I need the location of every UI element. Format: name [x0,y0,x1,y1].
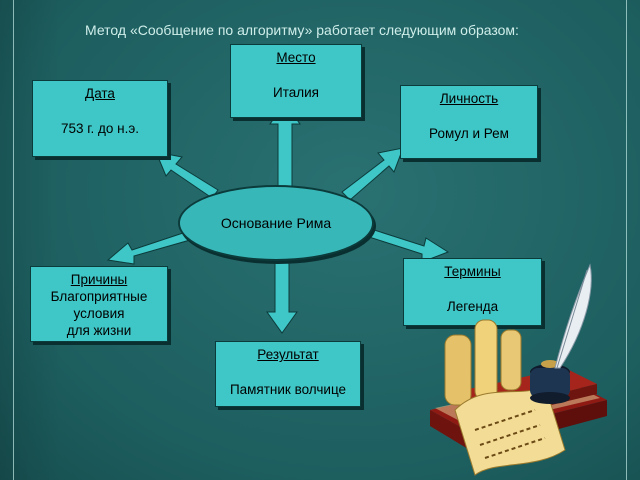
node-cause-value: Благоприятные условия для жизни [50,289,148,338]
node-date-label: Дата [85,86,115,101]
node-person-label: Личность [439,91,499,106]
node-place-value: Италия [273,85,319,100]
node-terms-value: Легенда [446,299,499,314]
arrow-to-cause [106,231,191,265]
node-date: Дата 753 г. до н.э. [32,80,168,157]
node-result-label: Результат [257,347,319,362]
center-oval: Основание Рима [178,185,374,261]
node-result: Результат Памятник волчице [215,341,361,407]
right-rule [626,0,627,480]
node-place: Место Италия [230,44,362,118]
node-cause-label: Причины [70,272,128,287]
left-rule [13,0,14,480]
node-date-value: 753 г. до н.э. [60,121,140,136]
slide-title: Метод «Сообщение по алгоритму» работает … [85,22,519,38]
arrow-to-result [266,256,298,334]
arrow-to-person [341,147,404,201]
node-place-label: Место [276,50,316,65]
arrow-to-date [155,151,219,199]
node-terms: Термины Легенда [403,258,542,326]
books-quill-clipart [430,263,607,476]
node-person: Личность Ромул и Рем [400,85,538,159]
arrow-to-terms [365,227,450,263]
node-terms-label: Термины [444,264,501,279]
center-label: Основание Рима [220,215,332,231]
node-result-value: Памятник волчице [229,382,347,397]
node-person-value: Ромул и Рем [429,126,509,141]
node-cause: Причины Благоприятные условия для жизни [30,266,168,342]
